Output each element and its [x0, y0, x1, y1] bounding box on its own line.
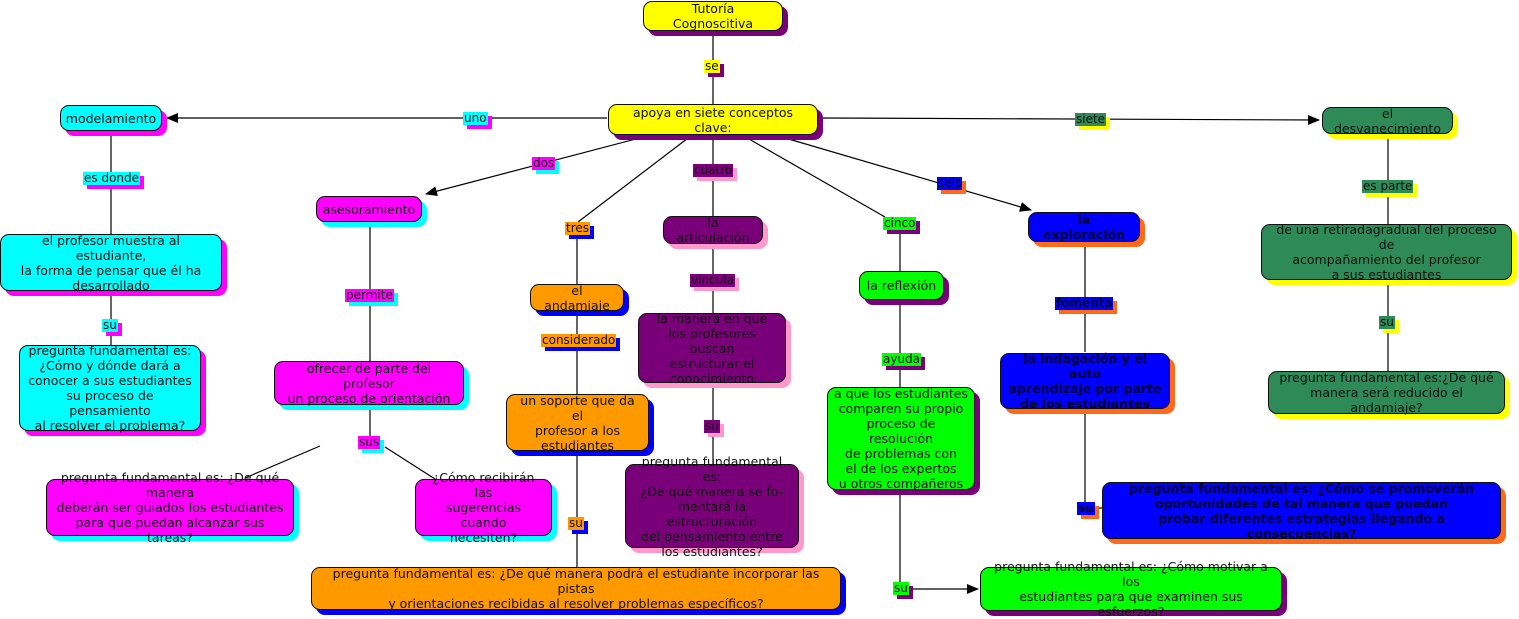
- concept-desvanecimiento-def[interactable]: de una retiradagradual del proceso de ac…: [1261, 222, 1512, 282]
- concept-modelamiento-def[interactable]: el profesor muestra al estudiante, la fo…: [0, 233, 222, 293]
- link-label-su-andamiaje[interactable]: su: [568, 516, 584, 530]
- link-label-su-modelamiento[interactable]: su: [102, 318, 118, 332]
- link-label-permite[interactable]: permite: [345, 288, 394, 302]
- link-label-dos[interactable]: dos: [532, 156, 556, 170]
- link-label-es-donde[interactable]: es donde: [83, 171, 141, 185]
- link-label-siete[interactable]: siete: [1075, 112, 1107, 126]
- link-label-su-articulacion[interactable]: su: [704, 419, 720, 433]
- concept-modelamiento-question[interactable]: pregunta fundamental es: ¿Cómo y dónde d…: [19, 343, 201, 433]
- link-label-tres[interactable]: tres: [565, 221, 591, 235]
- concept-reflexion-def[interactable]: a que los estudiantes comparen su propio…: [827, 386, 975, 491]
- link-label-cuatro[interactable]: cuatro: [693, 163, 734, 177]
- link-label-uno[interactable]: uno: [463, 111, 488, 125]
- concept-exploracion-question[interactable]: pregunta fundamental es: ¿Cómo se promov…: [1102, 481, 1501, 541]
- link-label-seis[interactable]: seis: [937, 176, 963, 190]
- concept-desvanecimiento[interactable]: el desvanecimiento: [1322, 106, 1453, 136]
- link-label-considerado[interactable]: considerado: [541, 333, 617, 347]
- concept-asesoramiento[interactable]: asesoramiento: [316, 196, 422, 222]
- concept-reflexion[interactable]: la reflexión: [859, 271, 944, 300]
- concept-reflexion-question[interactable]: pregunta fundamental es: ¿Cómo motivar a…: [980, 559, 1282, 619]
- edge-hub-cinco: [741, 134, 886, 218]
- concept-articulacion-question[interactable]: pregunta fundamental es: ¿De qué manera …: [625, 454, 799, 559]
- link-label-vincula[interactable]: vincula: [690, 273, 735, 287]
- link-label-sus[interactable]: sus: [358, 435, 381, 449]
- edge-hub-tres: [577, 134, 693, 223]
- concept-andamiaje-question[interactable]: pregunta fundamental es: ¿De qué manera …: [311, 566, 841, 611]
- link-label-fomenta[interactable]: fomenta: [1055, 296, 1114, 310]
- link-label-es-parte[interactable]: es parte: [1362, 179, 1414, 193]
- link-label-su-reflexion[interactable]: su: [893, 581, 909, 595]
- link-label-cinco[interactable]: cinco: [883, 216, 917, 230]
- edge-hub-desvanecimiento: [819, 114, 1320, 125]
- concept-modelamiento[interactable]: modelamiento: [60, 105, 162, 131]
- edge-hub-exploracion: [774, 134, 1032, 212]
- concept-exploracion[interactable]: la exploración: [1028, 212, 1140, 242]
- link-label-se[interactable]: se: [704, 59, 720, 73]
- concept-andamiaje[interactable]: el andamiaje: [530, 283, 624, 313]
- link-label-ayuda[interactable]: ayuda: [882, 352, 922, 366]
- concept-tutoria-cognoscitiva[interactable]: Tutoría Cognoscitiva: [643, 1, 783, 31]
- concept-articulacion[interactable]: la articulación: [663, 215, 763, 245]
- concept-andamiaje-def[interactable]: un soporte que da el profesor a los estu…: [506, 393, 649, 453]
- concept-exploracion-def[interactable]: la indagación y el auto aprendizaje por …: [1000, 351, 1170, 411]
- link-label-su-exploracion[interactable]: su: [1077, 501, 1095, 515]
- concept-articulacion-def[interactable]: la manera en que los profesores buscan e…: [638, 311, 786, 386]
- concept-asesoramiento-question-1[interactable]: pregunta fundamental es: ¿De qué manera …: [46, 470, 294, 545]
- link-label-su-desvanecimiento[interactable]: su: [1379, 315, 1395, 329]
- concept-asesoramiento-question-2[interactable]: ¿Cómo recibirán las sugerencias cuando n…: [415, 470, 552, 545]
- concept-desvanecimiento-question[interactable]: pregunta fundamental es:¿De qué manera s…: [1268, 370, 1505, 415]
- concept-hub[interactable]: apoya en siete conceptos clave:: [608, 104, 818, 135]
- concept-asesoramiento-def[interactable]: ofrecer de parte del profesor un proceso…: [274, 361, 464, 406]
